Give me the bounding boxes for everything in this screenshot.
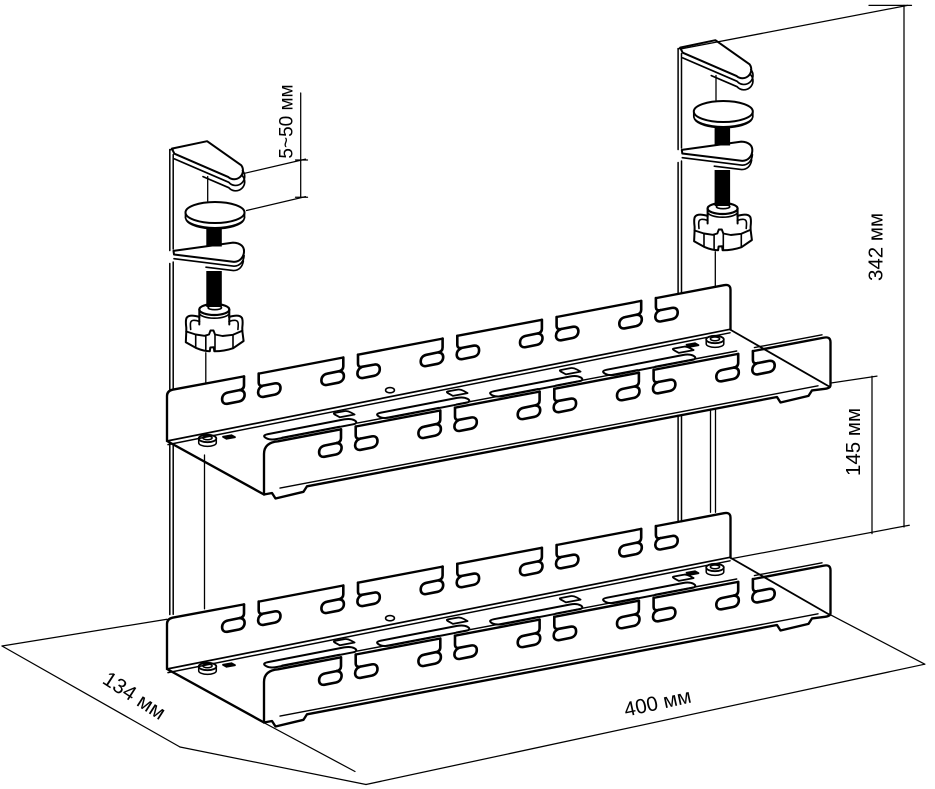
svg-text:145 мм: 145 мм [842,408,865,476]
svg-text:5~50 мм: 5~50 мм [277,84,298,158]
svg-text:342 мм: 342 мм [865,213,888,281]
